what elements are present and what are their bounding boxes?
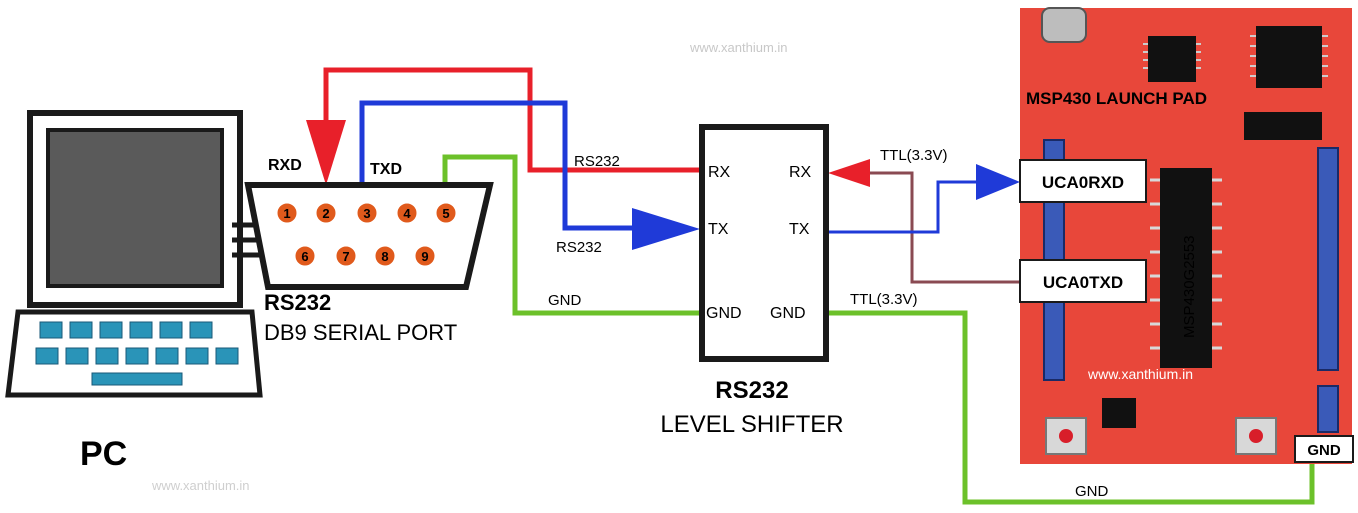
user-button-icon: [1235, 417, 1277, 455]
ic-chip-icon: [1250, 26, 1328, 88]
shifter-subtitle: LEVEL SHIFTER: [660, 411, 843, 438]
blue-arrow-board-icon: [976, 164, 1020, 200]
db9-subtitle: DB9 SERIAL PORT: [264, 320, 457, 345]
right-pin-header-lower: [1317, 385, 1339, 433]
wire-label-rs232-rx: RS232: [574, 153, 620, 170]
shifter-title: RS232: [715, 377, 788, 404]
jumper-block: [1244, 112, 1322, 140]
uca0txd-box: [1019, 259, 1147, 303]
db9-pin-label: 7: [342, 249, 349, 264]
brown-wire-ttl-rx: [862, 171, 1022, 284]
wire-label-gnd-bottom: GND: [1075, 483, 1109, 500]
blue-wire-ttl-tx: [826, 180, 990, 234]
wire-label-ttl-gnd: TTL(3.3V): [850, 291, 918, 308]
green-wire-gnd-right: [826, 310, 1315, 505]
db9-pin-label: 5: [442, 206, 449, 221]
db9-pin-label: 9: [421, 249, 428, 264]
board-gnd-box: [1294, 435, 1354, 463]
rxd-label: RXD: [268, 157, 302, 174]
red-arrow-left-icon: [828, 159, 870, 187]
msp430-chip: [1160, 168, 1212, 368]
blue-wire-tx: [359, 100, 660, 231]
shifter-right-tx: TX: [789, 221, 810, 238]
db9-pin-label: 6: [301, 249, 308, 264]
watermark-bottom-left: www.xanthium.in: [151, 478, 250, 493]
uca0txd-label: UCA0TXD: [1043, 273, 1123, 292]
right-pin-header: [1317, 147, 1339, 371]
green-wire-gnd-left: [442, 154, 702, 316]
db9-pin-label: 8: [381, 249, 388, 264]
uca0rxd-label: UCA0RXD: [1042, 173, 1124, 192]
launchpad-title: MSP430 LAUNCH PAD: [1026, 89, 1207, 108]
txd-label: TXD: [370, 161, 402, 178]
red-wire-rx: [323, 67, 702, 173]
db9-connector: 1 2 3 4 5 6 7 8 9: [244, 182, 494, 290]
db9-pins: [274, 200, 459, 269]
uca0rxd-box: [1019, 159, 1147, 203]
shifter-left-rx: RX: [708, 164, 731, 181]
shifter-right-rx: RX: [789, 164, 812, 181]
pc-laptop-icon: [5, 110, 263, 398]
wire-label-rs232-tx: RS232: [556, 239, 602, 256]
db9-title: RS232: [264, 290, 331, 315]
shifter-right-gnd: GND: [770, 305, 806, 322]
pc-label: PC: [80, 435, 127, 473]
db9-pin-label: 2: [322, 206, 329, 221]
db9-pin-label: 1: [283, 206, 290, 221]
wire-label-ttl-rx: TTL(3.3V): [880, 147, 948, 164]
red-arrow-down-icon: [306, 120, 346, 185]
watermark-board: www.xanthium.in: [1087, 366, 1193, 382]
db9-pin-label: 3: [363, 206, 370, 221]
dip-pins: [1150, 178, 1222, 350]
reset-button-icon: [1045, 417, 1087, 455]
small-chip-icon: [1102, 398, 1136, 428]
chip-label: MSP430G2553: [1181, 235, 1198, 338]
blue-arrow-right-icon: [632, 208, 700, 250]
shifter-left-gnd: GND: [706, 305, 742, 322]
level-shifter-box: [699, 124, 829, 362]
board-gnd-label: GND: [1307, 442, 1341, 459]
watermark-top: www.xanthium.in: [689, 40, 788, 55]
launchpad-board: [1020, 7, 1352, 464]
ic-chip-icon: [1143, 36, 1201, 82]
db9-pin-label: 4: [403, 206, 411, 221]
shifter-left-tx: TX: [708, 221, 729, 238]
crystal-icon: [1041, 7, 1087, 43]
wire-label-gnd-left: GND: [548, 292, 582, 309]
